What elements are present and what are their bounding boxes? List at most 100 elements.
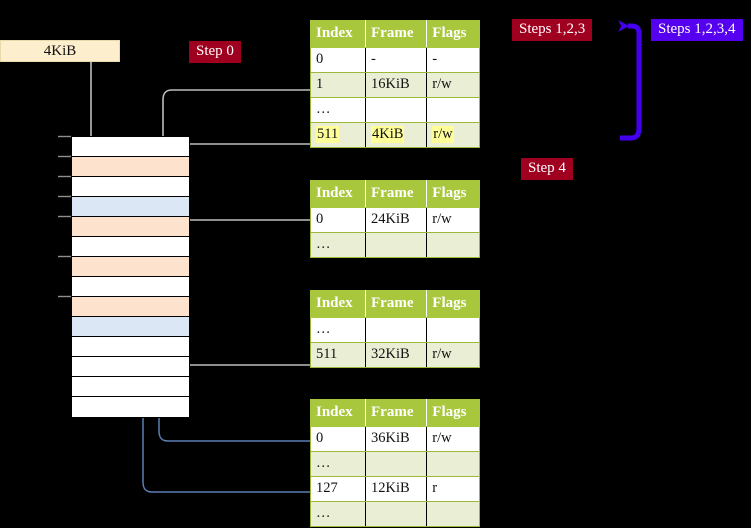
table-cell bbox=[364, 317, 428, 343]
table-cell: … bbox=[310, 232, 366, 258]
table-cell: … bbox=[310, 451, 366, 477]
column-header-frame: Frame bbox=[364, 399, 428, 427]
physical-memory-column bbox=[71, 136, 190, 418]
table-cell: r bbox=[426, 476, 480, 502]
table-cell: 0 bbox=[310, 207, 366, 233]
table-cell: r/w bbox=[426, 207, 480, 233]
connector-pml4-row511-to-memory bbox=[169, 143, 311, 156]
badge-step-0: Step 0 bbox=[189, 41, 241, 63]
column-header-frame: Frame bbox=[364, 180, 428, 208]
memory-frame-row bbox=[72, 137, 189, 157]
ellipsis-marker: … bbox=[316, 101, 332, 117]
table-cell: 511 bbox=[310, 122, 366, 148]
table-cell: r/w bbox=[426, 72, 480, 98]
highlighted-value: 511 bbox=[316, 126, 340, 143]
table-cell bbox=[426, 232, 480, 258]
column-header-frame: Frame bbox=[364, 20, 428, 48]
memory-frame-row bbox=[72, 297, 189, 317]
table-cell: 127 bbox=[310, 476, 366, 502]
table-cell: … bbox=[310, 501, 366, 527]
table-cell: 511 bbox=[310, 342, 366, 368]
column-header-index: Index bbox=[310, 20, 366, 48]
column-header-index: Index bbox=[310, 290, 366, 318]
table-cell bbox=[364, 501, 428, 527]
table-cell: … bbox=[310, 97, 366, 123]
memory-frame-row bbox=[72, 217, 189, 237]
memory-tick-marks bbox=[58, 135, 71, 298]
column-header-flags: Flags bbox=[426, 20, 480, 48]
table-cell: 0 bbox=[310, 426, 366, 452]
table-row: 0-- bbox=[310, 47, 480, 73]
connector-pdpt-row0-to-memory bbox=[175, 219, 311, 256]
badge-step-4: Step 4 bbox=[521, 158, 573, 180]
badge-steps-1234: Steps 1,2,3,4 bbox=[651, 19, 743, 41]
column-header-index: Index bbox=[310, 180, 366, 208]
table-row: … bbox=[310, 232, 480, 258]
table-cell: 4KiB bbox=[364, 122, 428, 148]
column-header-frame: Frame bbox=[364, 290, 428, 318]
column-header-flags: Flags bbox=[426, 180, 480, 208]
table-cell: r/w bbox=[426, 426, 480, 452]
table-cell: - bbox=[426, 47, 480, 73]
size-box-label: 4KiB bbox=[43, 43, 77, 59]
table-cell: 12KiB bbox=[364, 476, 428, 502]
memory-frame-row bbox=[72, 317, 189, 337]
memory-frame-row bbox=[72, 257, 189, 277]
table-cell: 24KiB bbox=[364, 207, 428, 233]
memory-frame-row bbox=[72, 197, 189, 217]
ellipsis-marker: … bbox=[316, 236, 332, 252]
memory-frame-row bbox=[72, 337, 189, 357]
table-cell: r/w bbox=[426, 122, 480, 148]
badge-steps-123-label: Steps 1,2,3 bbox=[519, 21, 586, 37]
memory-frame-row bbox=[72, 237, 189, 257]
table-cell bbox=[364, 451, 428, 477]
ellipsis-marker: … bbox=[316, 321, 332, 337]
table-row: … bbox=[310, 451, 480, 477]
table-cell: 36KiB bbox=[364, 426, 428, 452]
table-cell: - bbox=[364, 47, 428, 73]
table-cell bbox=[426, 317, 480, 343]
memory-frame-row bbox=[72, 357, 189, 377]
memory-frame-row bbox=[72, 397, 189, 417]
column-header-flags: Flags bbox=[426, 399, 480, 427]
column-header-flags: Flags bbox=[426, 290, 480, 318]
table-cell bbox=[364, 97, 428, 123]
ellipsis-marker: … bbox=[316, 505, 332, 521]
badge-step-0-label: Step 0 bbox=[196, 43, 234, 59]
table-cell bbox=[364, 232, 428, 258]
memory-frame-row bbox=[72, 177, 189, 197]
table-cell: r/w bbox=[426, 342, 480, 368]
table-row: … bbox=[310, 97, 480, 123]
table-cell bbox=[426, 451, 480, 477]
table-row: … bbox=[310, 501, 480, 527]
size-box-4kib: 4KiB bbox=[0, 40, 120, 62]
memory-frame-row bbox=[72, 277, 189, 297]
badge-steps-123: Steps 1,2,3 bbox=[512, 19, 593, 41]
memory-frame-row bbox=[72, 377, 189, 397]
table-cell: 0 bbox=[310, 47, 366, 73]
table-cell: 32KiB bbox=[364, 342, 428, 368]
column-header-index: Index bbox=[310, 399, 366, 427]
memory-frame-row bbox=[72, 157, 189, 177]
ellipsis-marker: … bbox=[316, 455, 332, 471]
table-row: … bbox=[310, 317, 480, 343]
highlighted-value: r/w bbox=[432, 126, 454, 143]
connector-pd-row511-to-memory bbox=[175, 318, 311, 366]
table-cell: … bbox=[310, 317, 366, 343]
steps-purple-arrow bbox=[618, 20, 642, 141]
